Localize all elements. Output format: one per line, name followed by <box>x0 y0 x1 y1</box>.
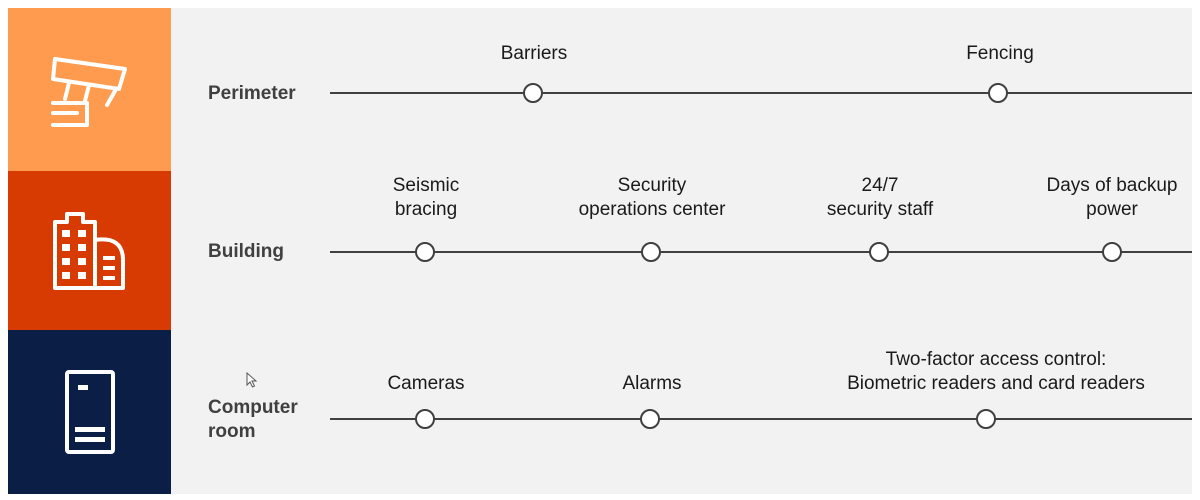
building-timeline-line <box>330 251 1192 253</box>
milestone-marker <box>415 242 435 262</box>
milestone-marker <box>1102 242 1122 262</box>
mouse-cursor-icon <box>246 372 258 388</box>
milestone-label-cameras: Cameras <box>387 373 465 394</box>
row-label-computer-room: Computer room <box>208 397 298 442</box>
row-label-perimeter: Perimeter <box>208 83 296 104</box>
milestone-label-security-staff: 24/7 security staff <box>826 175 934 220</box>
row-label-building: Building <box>208 241 284 262</box>
milestone-marker <box>523 83 543 103</box>
perimeter-band <box>8 8 171 171</box>
slide: Perimeter Barriers Fencing Building Seis… <box>8 8 1192 494</box>
milestone-marker <box>869 242 889 262</box>
milestone-marker <box>976 409 996 429</box>
milestone-label-fencing: Fencing <box>966 43 1034 64</box>
building-icon <box>52 211 125 290</box>
milestone-label-security-operations-center: Security operations center <box>578 175 726 220</box>
milestone-label-alarms: Alarms <box>622 373 682 394</box>
security-camera-icon <box>50 56 127 127</box>
server-rack-icon <box>64 370 115 454</box>
milestone-marker <box>415 409 435 429</box>
milestone-label-backup-power: Days of backup power <box>1046 175 1178 220</box>
milestone-marker <box>641 242 661 262</box>
milestone-label-two-factor-access-control: Two-factor access control: Biometric rea… <box>847 349 1145 394</box>
milestone-marker <box>640 409 660 429</box>
milestone-label-barriers: Barriers <box>500 43 568 64</box>
computer-room-band <box>8 330 171 494</box>
milestone-marker <box>988 83 1008 103</box>
building-band <box>8 171 171 330</box>
milestone-label-seismic-bracing: Seismic bracing <box>392 175 460 220</box>
computer-room-timeline-line <box>330 418 1192 420</box>
perimeter-timeline-line <box>330 92 1192 94</box>
